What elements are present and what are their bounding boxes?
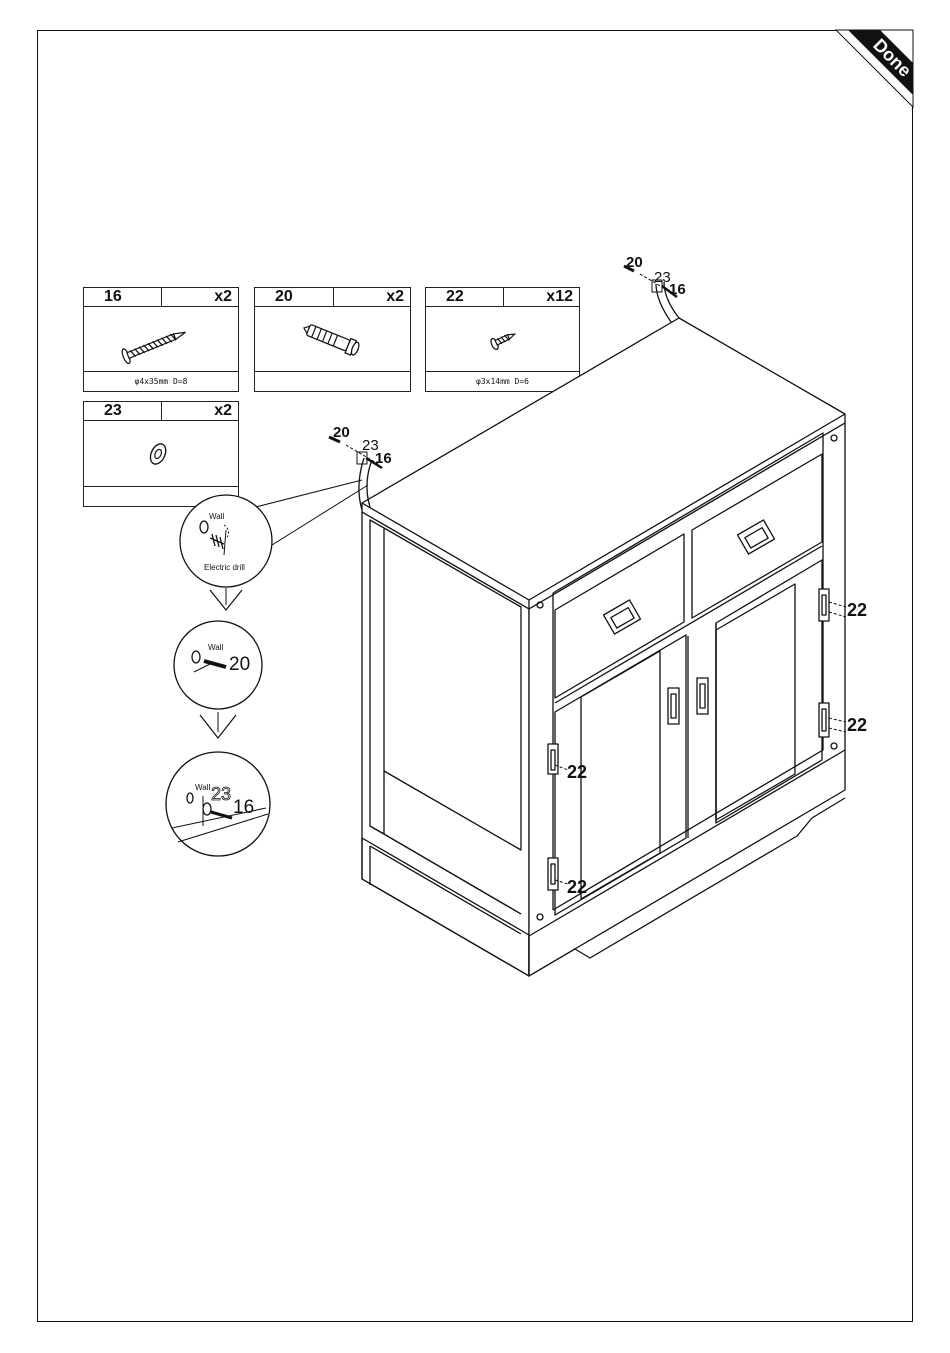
step-3-wall-label: Wall [195, 783, 210, 792]
callout-hinge-right-lower: 22 [847, 715, 867, 735]
callout-left-screw: 16 [375, 450, 392, 467]
step-1-detail [180, 495, 272, 587]
callout-top-plug: 20 [626, 254, 643, 271]
cabinet-drawing [359, 282, 846, 976]
step-2-wall-label: Wall [208, 643, 223, 652]
callout-top-screw: 16 [669, 281, 686, 298]
step-3-detail [166, 752, 270, 856]
step-3-washer-label: 23 [211, 784, 231, 804]
step-3-screw-label: 16 [233, 797, 254, 818]
callout-hinge-left-upper: 22 [567, 762, 587, 782]
callout-hinge-right-upper: 22 [847, 600, 867, 620]
step-1-wall-label: Wall [209, 512, 224, 521]
callout-hinge-left-lower: 22 [567, 877, 587, 897]
step-1-tool-label: Electric drill [204, 563, 245, 572]
callout-left-plug: 20 [333, 424, 350, 441]
step-2-part-label: 20 [229, 654, 250, 675]
